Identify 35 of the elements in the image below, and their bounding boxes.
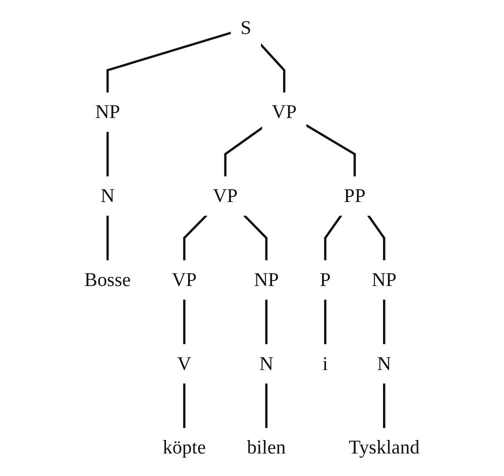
node-text: köpte (162, 436, 206, 458)
node-text: i (322, 352, 328, 374)
connector (367, 214, 386, 261)
connector (305, 124, 356, 177)
connector (183, 382, 186, 429)
connector (383, 299, 386, 345)
connector (183, 214, 208, 261)
node-text: NP (254, 268, 279, 291)
node-text: VP (212, 184, 238, 207)
connector (265, 299, 268, 345)
node-text: P (320, 268, 331, 291)
node-text: NP (372, 268, 397, 291)
connector (106, 131, 109, 177)
node-text: V (177, 352, 192, 374)
node-text: N (100, 184, 115, 207)
connector (383, 382, 386, 429)
node-text: S (240, 17, 252, 39)
connector (265, 382, 268, 429)
connector (106, 215, 109, 261)
connector (183, 299, 186, 345)
node-text: NP (95, 101, 120, 123)
node-text: Bosse (84, 268, 131, 291)
node-text: N (377, 352, 392, 374)
node-text: bilen (246, 436, 286, 458)
connector (324, 214, 342, 261)
node-text: VP (272, 101, 297, 123)
node-text: VP (172, 268, 197, 291)
connector (243, 214, 268, 261)
node-text: N (259, 352, 274, 374)
node-text: Tyskland (348, 436, 420, 458)
connector (106, 32, 232, 94)
connector (260, 43, 286, 94)
connector (224, 126, 264, 177)
connector (324, 299, 326, 345)
node-text: PP (344, 184, 366, 207)
